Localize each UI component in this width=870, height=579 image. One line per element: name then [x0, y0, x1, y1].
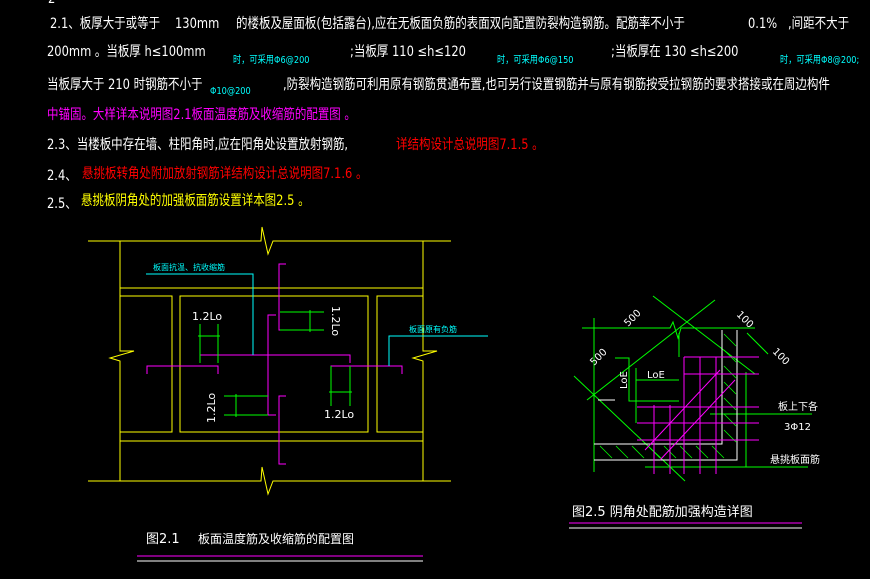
reinforcement-bars: [637, 356, 759, 474]
note-2-1-prefix: 2.1、板厚大于或等于: [50, 16, 161, 32]
dim-500: 500: [622, 308, 643, 329]
lap-length-labels: 1.2Lo 1.2Lo 1.2Lo 1.2Lo: [192, 306, 354, 423]
label-temp-bar: 板面抗温、抗收缩筋: [153, 262, 225, 272]
note-2-5-prefix: 2.5、: [47, 196, 77, 212]
figure-2-5: 500 500 100 100 LoE LoE 板上下各 3Φ12 悬挑板面筋 …: [569, 295, 820, 529]
note-2-1-text: 的楼板及屋面板(包括露台),应在无板面负筋的表面双向配置防裂构造钢筋。配筋率不小…: [236, 16, 685, 32]
note-text: 当板厚大于 210 时钢筋不小于: [47, 77, 203, 93]
note-text: ;当板厚 110 ≤h≤120: [350, 44, 466, 60]
note-2-4-prefix: 2.4、: [47, 168, 77, 184]
note-text: ,防裂构造钢筋可利用原有钢筋贯通布置,也可另行设置钢筋并与原有钢筋按受拉钢筋的要…: [283, 77, 830, 93]
label-top-bar: 悬挑板面筋: [770, 453, 820, 466]
note-2-5: 悬挑板阴角处的加强板面筋设置详本图2.5 。: [81, 193, 310, 209]
figure-2-1: 板面抗温、抗收缩筋 板面原有负筋 1.2Lo 1.2Lo 1.2Lo 1.2Lo…: [88, 226, 488, 562]
dim-label: 1.2Lo: [324, 408, 354, 421]
rebar-spec: 时，可采用Φ6@200: [233, 55, 310, 66]
figure-2-5-caption: 图2.5 阴角处配筋加强构造详图: [572, 504, 753, 520]
note-2-4: 悬挑板转角处附加放射钢筋详结构设计总说明图7.1.6 。: [82, 166, 368, 182]
slab-outline: [88, 226, 451, 496]
dim-label: 1.2Lo: [329, 306, 342, 336]
wall-outline: [594, 330, 738, 461]
label-rebar-spec: 3Φ12: [784, 422, 811, 433]
hatch: [599, 333, 737, 459]
dim-500: 500: [588, 347, 609, 368]
rebar-spec: Φ10@200: [210, 86, 251, 97]
figure-2-1-caption: 板面温度筋及收缩筋的配置图: [198, 531, 354, 546]
leader-lines: [146, 273, 488, 366]
note-2-3: 2.3、当楼板中存在墙、柱阳角时,应在阳角处设置放射钢筋,: [47, 137, 349, 153]
note-line-4: 中锚固。大样详本说明图2.1板面温度筋及收缩筋的配置图 。: [47, 107, 356, 123]
note-2-1-suffix: ,间距不大于: [788, 16, 850, 32]
rebar-spec: 时，可采用Φ8@200;: [780, 55, 860, 66]
dim-loe-horizontal: LoE: [647, 370, 665, 381]
temperature-bars: [146, 263, 403, 465]
rebar-labels: 板上下各 3Φ12 悬挑板面筋: [770, 400, 820, 466]
note-2-1-ratio: 0.1%: [748, 16, 778, 32]
rebar-spec: 时，可采用Φ6@150: [497, 55, 574, 66]
note-text: ;当板厚在 130 ≤h≤200: [611, 44, 739, 60]
dim-100: 100: [770, 346, 791, 367]
note-text: 200mm 。当板厚 h≤100mm: [47, 44, 206, 60]
dim-label: 1.2Lo: [192, 310, 222, 323]
label-rebar-top-bottom: 板上下各: [778, 400, 818, 413]
note-2-1-thickness: 130mm: [175, 16, 220, 32]
lap-dimensions: [198, 310, 352, 417]
figure-2-1-number: 图2.1: [146, 532, 180, 547]
slab-edges: [573, 295, 812, 482]
dim-label: 1.2Lo: [205, 393, 218, 423]
note-2-3-ref: 详结构设计总说明图7.1.5 。: [396, 137, 544, 153]
cut-off-heading: 2 — — —: [48, 0, 101, 7]
label-negative-bar: 板面原有负筋: [409, 324, 457, 334]
dim-loe-vertical: LoE: [619, 371, 630, 389]
dim-100: 100: [734, 309, 755, 330]
